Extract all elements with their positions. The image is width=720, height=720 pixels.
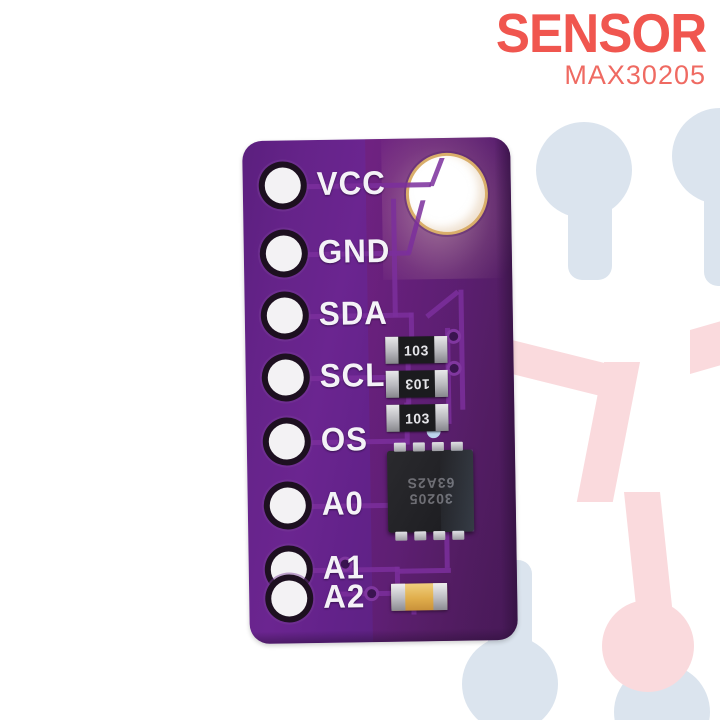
pin-label-a2: A2 bbox=[322, 577, 366, 615]
status-led bbox=[391, 582, 448, 611]
pcb-via-2 bbox=[449, 363, 459, 373]
pin-label-vcc: VCC bbox=[316, 163, 387, 202]
pin-hole-scl bbox=[267, 359, 305, 396]
smd-resistor-2: 103 bbox=[385, 369, 449, 398]
decorative-trace-segment-4 bbox=[690, 318, 720, 374]
pcb-trace-gnd-run bbox=[390, 198, 398, 317]
ic-marking: 30205 63A2S bbox=[387, 450, 474, 533]
pin-hole-vcc bbox=[264, 167, 302, 204]
ic-leg-bottom-4 bbox=[452, 530, 465, 540]
product-part-number: MAX30205 bbox=[564, 60, 706, 90]
pin-label-sda: SDA bbox=[318, 293, 389, 332]
pcb-via-1 bbox=[449, 331, 459, 341]
smd-resistor-3-code: 103 bbox=[404, 409, 430, 427]
pin-hole-a0 bbox=[269, 487, 307, 524]
pin-label-a0: A0 bbox=[321, 484, 365, 522]
pin-hole-a2 bbox=[270, 580, 308, 617]
smd-resistor-3: 103 bbox=[386, 403, 449, 432]
pcb-trace-ic-bottom bbox=[398, 567, 451, 574]
pin-label-os: OS bbox=[320, 420, 369, 458]
pin-label-gnd: GND bbox=[317, 231, 391, 270]
pcb-board: VCC GND SDA SCL OS A0 A1 A2 103 103 103 bbox=[242, 136, 518, 645]
product-title: SENSOR bbox=[495, 2, 707, 64]
ic-marking-line-1: 63A2S bbox=[406, 474, 455, 492]
ic-leg-bottom-1 bbox=[395, 531, 408, 541]
smd-resistor-2-code: 103 bbox=[404, 375, 430, 393]
ic-marking-line-2: 30205 bbox=[408, 490, 453, 508]
pin-label-scl: SCL bbox=[319, 355, 386, 394]
decorative-pad-neck-2 bbox=[704, 176, 720, 286]
pcb-trace-right-bus-3 bbox=[425, 289, 460, 319]
smd-resistor-1: 103 bbox=[385, 335, 448, 364]
smd-resistor-1-code: 103 bbox=[403, 341, 429, 359]
pin-hole-os bbox=[268, 423, 306, 460]
pcb-via-4 bbox=[367, 589, 377, 599]
pcb-trace-right-bus-1 bbox=[458, 289, 466, 410]
product-title-block: SENSOR MAX30205 bbox=[480, 2, 707, 90]
ic-max30205: 30205 63A2S bbox=[386, 441, 475, 541]
pin-hole-sda bbox=[266, 297, 304, 334]
ic-leg-bottom-2 bbox=[414, 531, 427, 541]
ic-leg-bottom-3 bbox=[433, 530, 446, 541]
decorative-pad-neck-1 bbox=[568, 190, 612, 280]
decorative-pad-head-3 bbox=[462, 636, 558, 720]
decorative-trace-terminal bbox=[602, 600, 694, 692]
pin-hole-gnd bbox=[265, 235, 303, 272]
